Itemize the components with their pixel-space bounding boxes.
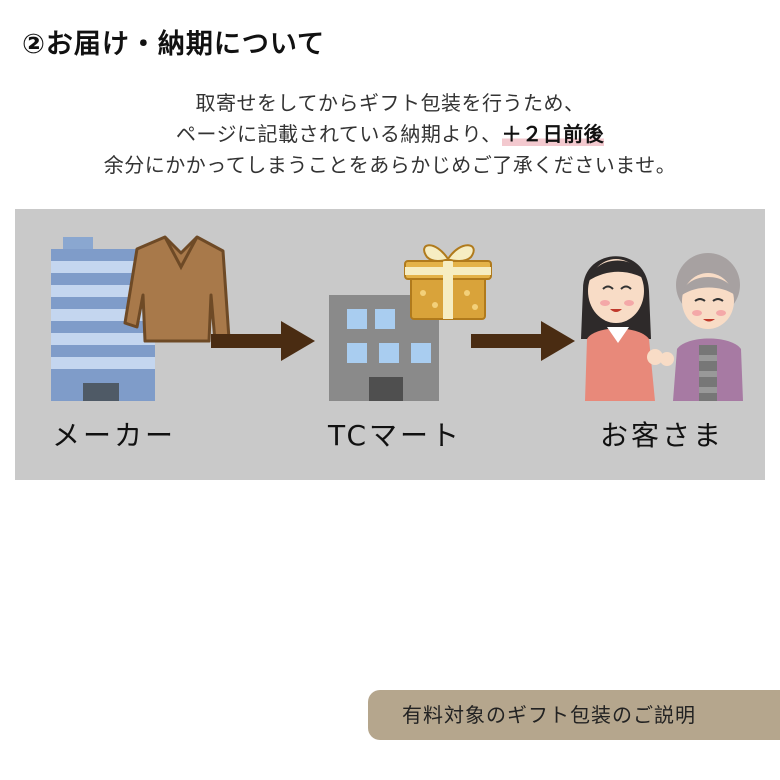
intro-line-2-prefix: ページに記載されている納期より、 bbox=[175, 122, 502, 146]
intro-text: 取寄せをしてからギフト包装を行うため、 ページに記載されている納期より、＋２日前… bbox=[0, 88, 780, 181]
arrow-right-icon bbox=[211, 321, 315, 361]
section-title: ②お届け・納期について bbox=[22, 29, 326, 60]
gift-box-icon bbox=[404, 244, 492, 320]
gift-wrapping-info-button[interactable]: 有料対象のギフト包装のご説明 bbox=[368, 690, 780, 740]
intro-line-3: 余分にかかってしまうことをあらかじめご了承くださいませ。 bbox=[103, 153, 677, 177]
delivery-flow-illustration bbox=[51, 235, 743, 401]
delivery-flow-panel: メーカー TCマート お客さま bbox=[15, 209, 765, 480]
delivery-extra-days: ＋２日前後 bbox=[501, 122, 605, 146]
intro-line-1: 取寄せをしてからギフト包装を行うため、 bbox=[195, 91, 585, 115]
shop-label: TCマート bbox=[328, 419, 463, 452]
maker-label: メーカー bbox=[52, 419, 177, 452]
arrow-right-icon bbox=[471, 321, 575, 361]
intro-line-2: ページに記載されている納期より、＋２日前後 bbox=[0, 119, 780, 150]
customers-icon bbox=[581, 253, 743, 401]
customer-label: お客さま bbox=[600, 419, 725, 452]
sweater-icon bbox=[123, 235, 231, 343]
